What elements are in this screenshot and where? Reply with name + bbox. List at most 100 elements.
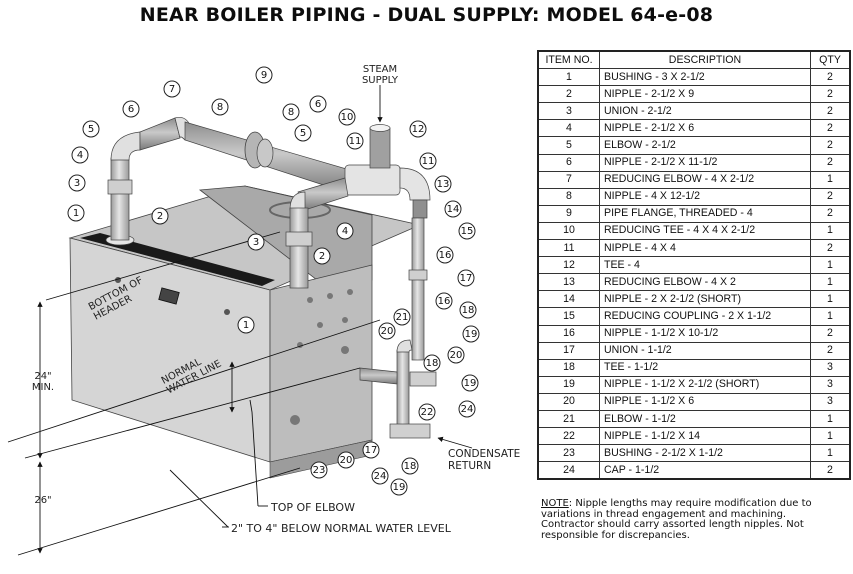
callout-number: 9 bbox=[261, 70, 267, 81]
callout-number: 15 bbox=[461, 226, 474, 237]
main-header bbox=[184, 121, 431, 219]
qty-cell: 1 bbox=[810, 273, 851, 292]
callout-bubble-17: 17 bbox=[362, 441, 380, 459]
callout-bubble-9: 9 bbox=[255, 66, 273, 84]
description-cell: PIPE FLANGE, THREADED - 4 bbox=[599, 204, 811, 223]
qty-cell: 1 bbox=[810, 256, 851, 275]
description-cell: NIPPLE - 1-1/2 X 14 bbox=[599, 427, 811, 446]
callout-bubble-15: 15 bbox=[458, 222, 476, 240]
description-cell: NIPPLE - 2-1/2 X 9 bbox=[599, 85, 811, 104]
item-no-cell: 17 bbox=[537, 341, 600, 360]
qty-cell: 1 bbox=[810, 444, 851, 463]
qty-cell: 1 bbox=[810, 409, 851, 429]
description-cell: NIPPLE - 2-1/2 X 11-1/2 bbox=[599, 153, 811, 172]
qty-cell: 1 bbox=[810, 427, 851, 446]
description-cell: BUSHING - 2-1/2 X 1-1/2 bbox=[599, 444, 811, 463]
item-no-cell: 11 bbox=[537, 239, 600, 258]
return-loop bbox=[359, 217, 437, 439]
callout-bubble-18: 18 bbox=[401, 457, 419, 475]
callout-number: 13 bbox=[437, 179, 450, 190]
qty-cell: 1 bbox=[810, 170, 851, 189]
item-no-cell: 4 bbox=[537, 119, 600, 138]
qty-cell: 2 bbox=[810, 187, 851, 206]
description-cell: UNION - 1-1/2 bbox=[599, 341, 811, 360]
qty-cell: 2 bbox=[810, 85, 851, 104]
description-cell: REDUCING ELBOW - 4 X 2-1/2 bbox=[599, 170, 811, 189]
item-no-cell: 12 bbox=[537, 256, 600, 275]
below-water-level-label: 2" TO 4" BELOW NORMAL WATER LEVEL bbox=[231, 522, 452, 535]
left-riser bbox=[105, 116, 191, 246]
callout-number: 3 bbox=[74, 178, 80, 189]
dimension-26-label: 26" bbox=[34, 495, 51, 506]
callout-bubble-6: 6 bbox=[309, 95, 327, 113]
qty-cell: 2 bbox=[810, 204, 851, 223]
item-no-cell: 7 bbox=[537, 170, 600, 189]
description-cell: NIPPLE - 2 X 2-1/2 (SHORT) bbox=[599, 290, 811, 309]
condensate-return-label-1: CONDENSATE bbox=[448, 448, 520, 460]
callout-bubble-23: 23 bbox=[310, 461, 328, 479]
description-cell: NIPPLE - 1-1/2 X 10-1/2 bbox=[599, 324, 811, 343]
callout-bubble-3: 3 bbox=[68, 174, 86, 192]
callout-bubble-24: 24 bbox=[458, 400, 476, 418]
callout-number: 20 bbox=[450, 350, 463, 361]
description-cell: BUSHING - 3 X 2-1/2 bbox=[599, 68, 811, 87]
item-no-cell: 18 bbox=[537, 358, 600, 377]
item-no-cell: 10 bbox=[537, 221, 600, 241]
disclaimer-note: NOTE: Nipple lengths may require modific… bbox=[541, 498, 841, 541]
side-ports bbox=[290, 289, 353, 425]
leader-lines bbox=[7, 85, 473, 556]
callout-number: 10 bbox=[341, 112, 354, 123]
qty-cell: 1 bbox=[810, 307, 851, 326]
dimension-24-label: 24" bbox=[34, 371, 51, 382]
callout-bubble-1: 1 bbox=[67, 204, 85, 222]
callout-bubble-5: 5 bbox=[82, 120, 100, 138]
callout-bubble-24: 24 bbox=[371, 467, 389, 485]
callout-number: 8 bbox=[288, 107, 294, 118]
item-no-cell: 23 bbox=[537, 444, 600, 463]
callout-number: 11 bbox=[422, 156, 435, 167]
boiler-port bbox=[224, 309, 230, 315]
callout-number: 1 bbox=[73, 208, 79, 219]
callout-number: 20 bbox=[381, 326, 394, 337]
callout-number: 18 bbox=[404, 461, 417, 472]
description-cell: ELBOW - 2-1/2 bbox=[599, 136, 811, 155]
callout-number: 2 bbox=[157, 211, 163, 222]
callout-number: 16 bbox=[438, 296, 451, 307]
qty-cell: 2 bbox=[810, 68, 851, 87]
steam-supply-label-2: SUPPLY bbox=[362, 75, 399, 86]
callout-bubble-16: 16 bbox=[435, 292, 453, 310]
callout-number: 21 bbox=[396, 312, 409, 323]
callout-number: 23 bbox=[313, 465, 326, 476]
callout-number: 5 bbox=[300, 128, 306, 139]
boiler-side-face bbox=[269, 264, 373, 463]
item-no-cell: 8 bbox=[537, 187, 600, 206]
callout-number: 14 bbox=[447, 204, 460, 215]
callout-bubble-19: 19 bbox=[461, 374, 479, 392]
description-cell: REDUCING COUPLING - 2 X 1-1/2 bbox=[599, 307, 811, 326]
callout-bubble-4: 4 bbox=[336, 222, 354, 240]
item-no-cell: 16 bbox=[537, 324, 600, 343]
description-cell: TEE - 4 bbox=[599, 256, 811, 275]
callout-number: 12 bbox=[412, 124, 425, 135]
callout-bubble-13: 13 bbox=[434, 175, 452, 193]
callout-number: 4 bbox=[77, 150, 83, 161]
callout-bubble-14: 14 bbox=[444, 200, 462, 218]
callout-bubble-2: 2 bbox=[151, 207, 169, 225]
callout-bubble-11: 11 bbox=[346, 132, 364, 150]
qty-cell: 3 bbox=[810, 375, 851, 394]
steam-supply-label-1: STEAM bbox=[363, 64, 397, 75]
callout-number: 5 bbox=[88, 124, 94, 135]
callout-number: 11 bbox=[349, 136, 362, 147]
